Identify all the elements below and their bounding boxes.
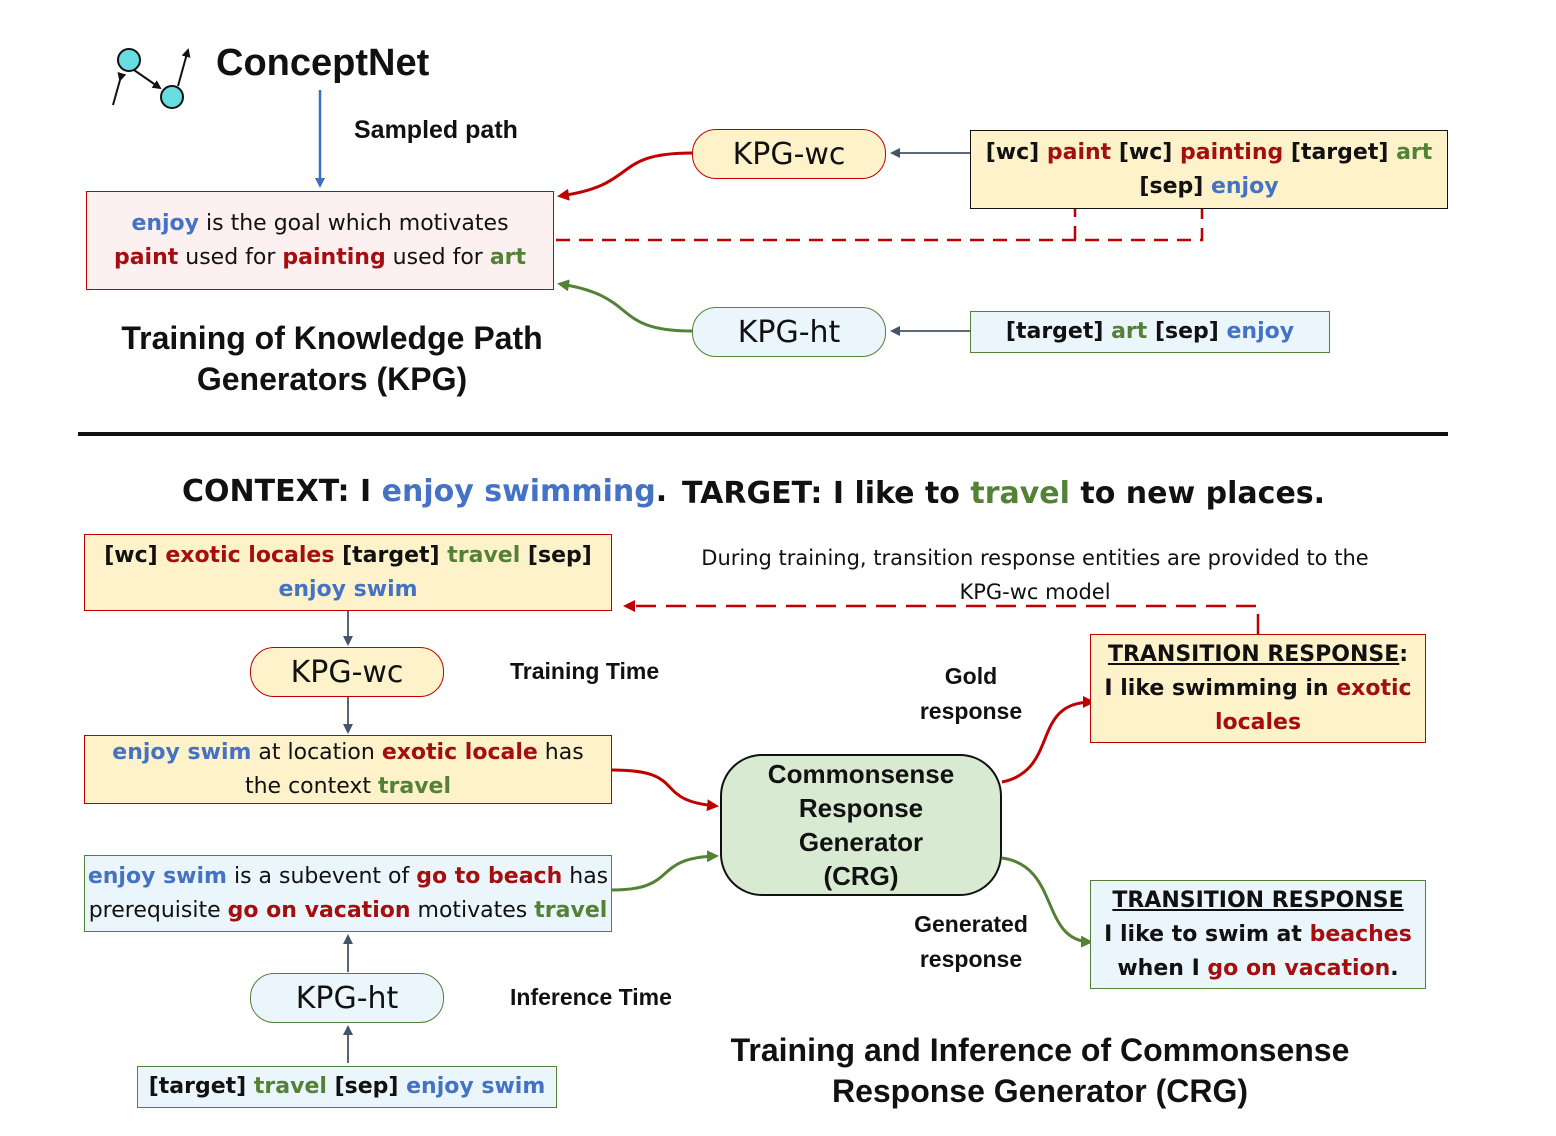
wc-entities-dashed-arrow	[556, 179, 1208, 242]
generated-transition-response-box: TRANSITION RESPONSE I like to swim at be…	[1090, 880, 1426, 989]
sampled-path-box: enjoy is the goal which motivates paint …	[86, 191, 554, 290]
crg-to-generated-arrow	[1001, 856, 1093, 948]
conceptnet-label: ConceptNet	[216, 42, 430, 84]
crg-section-title: Training and Inference of Commonsense Re…	[730, 1032, 1350, 1109]
generated-response-label: Generated response	[914, 911, 1028, 972]
bottom-kpg-ht-node: KPG-ht	[250, 973, 444, 1023]
context-line: CONTEXT: I enjoy swimming.	[182, 474, 668, 509]
bottom-kpg-ht-input-box: [target] travel [sep] enjoy swim	[137, 1066, 557, 1108]
inference-time-label: Inference Time	[510, 984, 672, 1010]
gold-entities-dashed-arrow	[623, 600, 1260, 634]
ht-path-to-crg-arrow	[611, 850, 719, 892]
graph-icon	[112, 48, 191, 109]
ht-generated-path-box: enjoy swim is a subevent of go to beach …	[84, 855, 612, 932]
wc-path-to-crg-arrow	[611, 768, 719, 812]
kpg-section-title: Training of Knowledge Path Generators (K…	[121, 320, 543, 397]
target-line: TARGET: I like to travel to new places.	[682, 476, 1326, 511]
training-note: During training, transition response ent…	[701, 546, 1369, 604]
kpg-ht-to-path-arrow	[557, 279, 693, 333]
kpg-ht-input-box: [target] art [sep] enjoy	[970, 311, 1330, 353]
kpg-wc-node: KPG-wc	[692, 129, 886, 179]
wc-generated-path-box: enjoy swim at location exotic locale has…	[84, 735, 612, 804]
crg-to-gold-arrow	[1001, 696, 1095, 784]
gold-transition-response-box: TRANSITION RESPONSE: I like swimming in …	[1090, 634, 1426, 743]
crg-node: Commonsense Response Generator (CRG)	[720, 754, 1002, 896]
kpg-wc-to-path-arrow	[557, 151, 693, 201]
gold-response-label: Gold response	[919, 663, 1023, 724]
kpg-ht-node: KPG-ht	[692, 307, 886, 357]
sampled-path-label: Sampled path	[354, 116, 518, 144]
bottom-kpg-wc-node: KPG-wc	[250, 647, 444, 697]
training-time-label: Training Time	[510, 658, 660, 684]
bottom-kpg-wc-input-box: [wc] exotic locales [target] travel [sep…	[84, 534, 612, 611]
kpg-wc-input-box: [wc] paint [wc] painting [target] art [s…	[970, 130, 1448, 209]
